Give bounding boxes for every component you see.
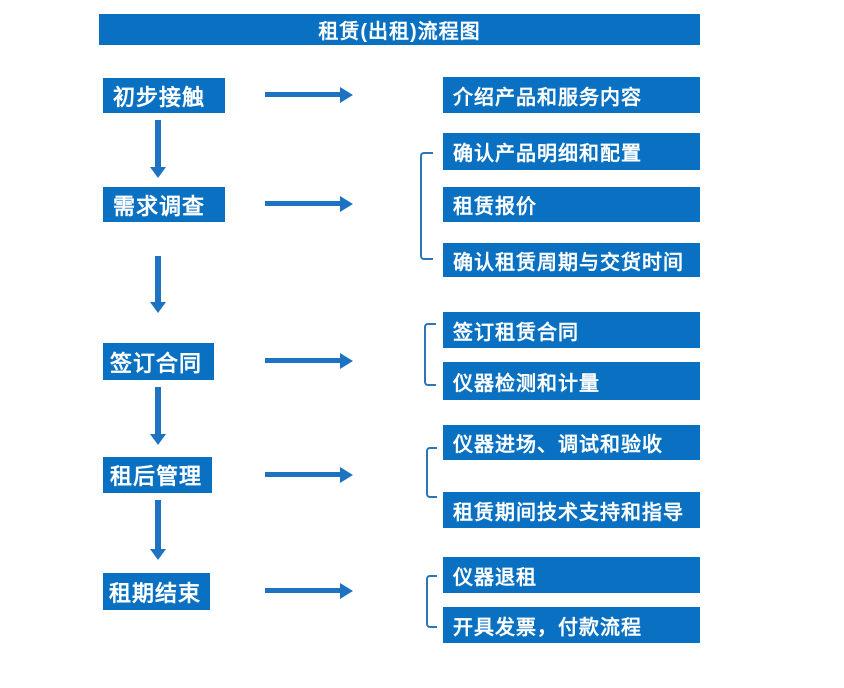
detail-box-invoice-payment-process: 开具发票，付款流程 <box>443 607 700 643</box>
right-arrow-1 <box>265 87 353 103</box>
down-arrow-head <box>150 434 166 445</box>
bracket-group-4 <box>426 447 437 498</box>
detail-box-sign-rental-contract: 签订租赁合同 <box>443 312 700 348</box>
down-arrow-2 <box>150 256 166 313</box>
right-arrow-shaft <box>265 92 341 97</box>
down-arrow-head <box>150 302 166 313</box>
down-arrow-shaft <box>155 387 161 435</box>
right-arrow-head <box>340 87 353 103</box>
right-arrow-3 <box>265 353 353 369</box>
down-arrow-4 <box>150 500 166 560</box>
down-arrow-shaft <box>155 500 161 550</box>
right-arrow-head <box>340 196 353 212</box>
right-arrow-shaft <box>265 588 341 593</box>
right-arrow-head <box>340 583 353 599</box>
detail-box-confirm-product-config: 确认产品明细和配置 <box>443 133 700 170</box>
down-arrow-head <box>150 167 166 178</box>
right-arrow-2 <box>265 196 353 212</box>
detail-box-instrument-test-metering: 仪器检测和计量 <box>443 362 700 400</box>
down-arrow-1 <box>150 120 166 178</box>
bracket-group-3 <box>424 323 436 386</box>
detail-box-confirm-period-delivery: 确认租赁周期与交货时间 <box>443 243 700 277</box>
bracket-group-5 <box>426 575 437 628</box>
right-arrow-4 <box>265 467 353 483</box>
right-arrow-5 <box>265 583 353 599</box>
step-box-demand-survey: 需求调查 <box>103 187 225 222</box>
down-arrow-shaft <box>155 120 161 168</box>
right-arrow-head <box>340 353 353 369</box>
down-arrow-3 <box>150 387 166 445</box>
down-arrow-head <box>150 549 166 560</box>
down-arrow-shaft <box>155 256 161 303</box>
title-bar: 租赁(出租)流程图 <box>99 14 700 45</box>
right-arrow-head <box>340 467 353 483</box>
bracket-group-2 <box>420 152 433 260</box>
right-arrow-shaft <box>265 358 341 363</box>
right-arrow-shaft <box>265 201 341 206</box>
detail-box-rental-quote: 租赁报价 <box>443 187 700 222</box>
step-box-post-rental-management: 租后管理 <box>103 457 212 493</box>
step-box-sign-contract: 签订合同 <box>103 343 214 380</box>
detail-box-instrument-entry-debug-acceptance: 仪器进场、调试和验收 <box>443 425 700 460</box>
step-box-initial-contact: 初步接触 <box>103 78 225 113</box>
step-box-lease-end: 租期结束 <box>103 573 210 610</box>
detail-box-instrument-return: 仪器退租 <box>443 557 700 593</box>
detail-box-intro-products-services: 介绍产品和服务内容 <box>443 77 700 113</box>
detail-box-tech-support-guidance: 租赁期间技术支持和指导 <box>443 492 700 528</box>
right-arrow-shaft <box>265 472 341 477</box>
